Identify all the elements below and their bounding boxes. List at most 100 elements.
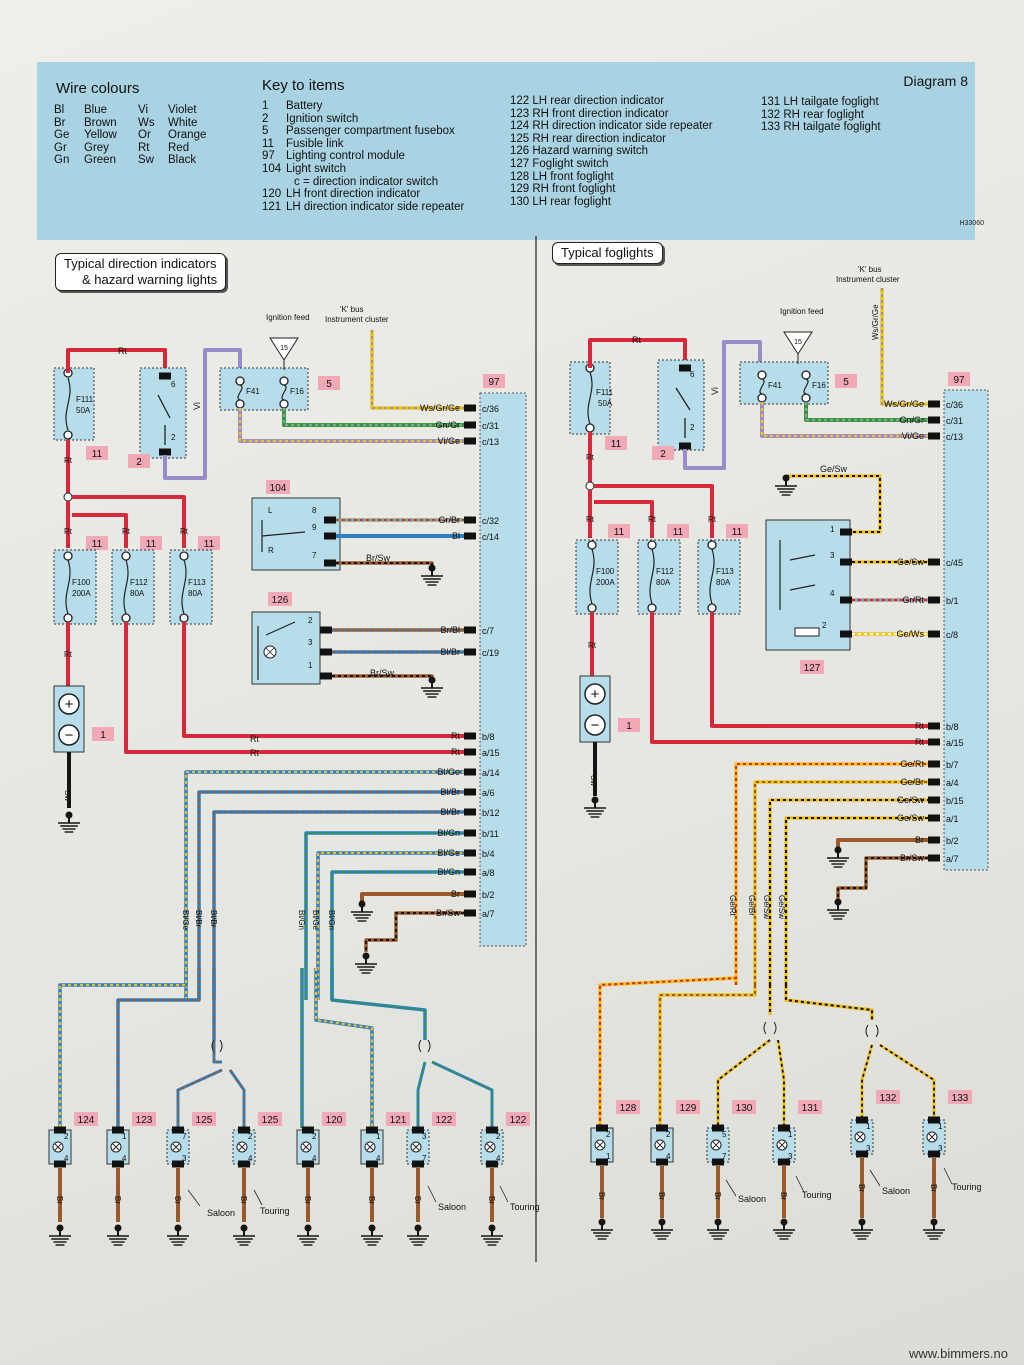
key-number: 2 (262, 112, 269, 125)
wire-label: Bl/Ge (181, 910, 190, 931)
connector (856, 1150, 868, 1158)
wire-label: Gr/Br (439, 515, 461, 525)
fuse-label: F100 (596, 567, 615, 576)
wire (330, 870, 470, 1000)
item-tag (605, 436, 627, 450)
connector (366, 1160, 378, 1168)
pin-number: 15 (280, 345, 288, 352)
connector (464, 532, 476, 540)
battery-plus-sign: + (591, 686, 600, 703)
wire-stripe (238, 408, 470, 443)
pin-number: 5 (722, 1130, 727, 1139)
wire (594, 484, 714, 538)
fuse-label: 80A (130, 589, 145, 598)
key-number: 120 (262, 188, 282, 201)
pin-number: 3 (788, 1152, 793, 1161)
fuse-label: 50A (598, 399, 613, 408)
wire-label: Bl/Gn (437, 828, 460, 838)
wire-stripe (184, 770, 470, 1000)
module-pin: b/12 (482, 808, 500, 818)
wire-label: Bl/Gn (437, 867, 460, 877)
connector (840, 558, 852, 566)
connector (928, 796, 940, 804)
connector (928, 558, 940, 566)
pin-number: 1 (122, 1132, 127, 1141)
connector (159, 448, 171, 456)
connector (172, 1126, 184, 1134)
connector (324, 516, 336, 524)
splice (211, 1039, 223, 1053)
key-text: LH front direction indicator (286, 188, 421, 201)
fuse-label: F41 (246, 387, 260, 396)
wire-label: Br (367, 1196, 376, 1204)
wire-label: Ws/Gr/Ge (420, 403, 460, 413)
connector (928, 1150, 940, 1158)
connector (928, 596, 940, 604)
wire-stripe (336, 561, 434, 568)
connector (464, 437, 476, 445)
item-number: 11 (92, 449, 103, 460)
wire (124, 622, 470, 754)
fuse-end (121, 551, 131, 561)
splice (763, 1021, 777, 1035)
wire (784, 985, 874, 1020)
fuse-label: F16 (812, 381, 826, 390)
key-item: 130 LH rear foglight (510, 195, 612, 208)
fuse-label: 80A (716, 578, 731, 587)
connector (412, 1126, 424, 1134)
junction (63, 492, 73, 502)
fuse-end (235, 376, 245, 386)
variant-label: Saloon (738, 1194, 766, 1204)
fuse-end (707, 603, 717, 613)
wire-label: Br (487, 1196, 496, 1204)
item-number: 11 (146, 539, 157, 550)
pin-number: 1 (938, 1122, 943, 1131)
key-item: 129 RH front foglight (510, 183, 616, 196)
wire (72, 513, 128, 548)
fuse-label: 200A (596, 578, 615, 587)
lamp-filament (302, 1143, 310, 1151)
connector (928, 814, 940, 822)
connector (112, 1160, 124, 1168)
connector (366, 1126, 378, 1134)
wire-label: Rt (648, 515, 657, 524)
key-text: c = direction indicator switch (294, 175, 439, 188)
connector (656, 1124, 668, 1132)
pointer-arrows (187, 1185, 509, 1207)
fuse-label: F41 (768, 381, 782, 390)
lighting-control-module (479, 392, 527, 947)
wire (228, 1069, 246, 1128)
fuse-symbol (709, 548, 715, 605)
item-tag (132, 1112, 156, 1126)
wire-stripe (304, 831, 470, 1000)
fuse-end (63, 430, 73, 440)
wire-label: Ge/Sw (897, 795, 925, 805)
wire-colour-cell: Ge (54, 129, 70, 142)
wire (66, 348, 167, 373)
wire-label: Br (779, 1192, 788, 1200)
wire-label: Vi (710, 387, 720, 395)
switch-contact (779, 540, 816, 610)
connector (464, 829, 476, 837)
wire-stripe (880, 288, 934, 406)
resistor (794, 627, 820, 637)
wire-label: Ws/Gr/Ge (884, 399, 924, 409)
wire (860, 1044, 874, 1128)
key-text: Lighting control module (286, 150, 405, 163)
wire-label: Ge/Sw (897, 557, 925, 567)
wire-stripe (370, 330, 470, 410)
fuse-symbol (65, 559, 71, 615)
wire-label: Rt (64, 650, 73, 659)
key-text: Ignition switch (286, 112, 359, 125)
item-number: 127 (804, 663, 821, 674)
fuse-end (707, 540, 717, 550)
pin-number: 6 (171, 380, 176, 389)
hazard-warning-switch (251, 611, 321, 685)
connector (464, 890, 476, 898)
lamp-filament (778, 1141, 786, 1149)
pin-number: 4 (666, 1152, 671, 1161)
wire-label: Rt (586, 515, 595, 524)
